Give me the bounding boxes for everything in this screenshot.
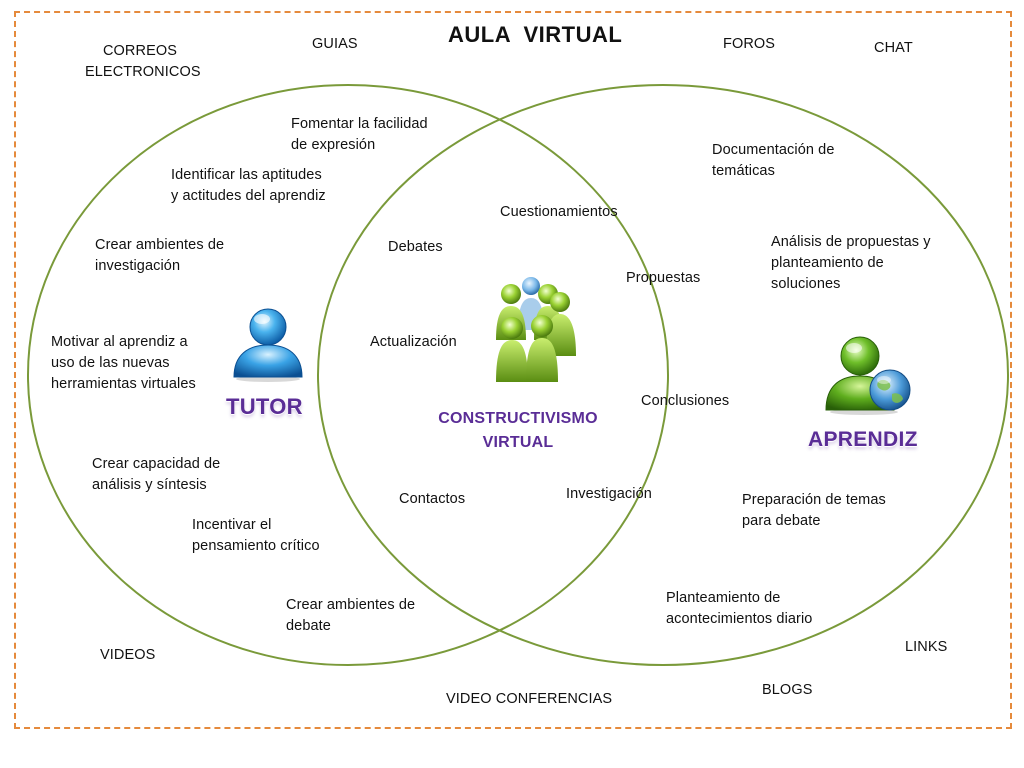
aprendiz-item: Análisis de propuestas y planteamiento d… xyxy=(771,234,931,292)
center-item: Conclusiones xyxy=(641,393,730,409)
center-item: Actualización xyxy=(370,334,457,350)
constructivismo-label: CONSTRUCTIVISMO VIRTUAL xyxy=(438,410,598,451)
aprendiz-item: Preparación de temas para debate xyxy=(742,492,886,529)
center-item: Contactos xyxy=(399,491,466,507)
center-item: Investigación xyxy=(566,486,652,502)
tutor-item: Identificar las aptitudes y actitudes de… xyxy=(171,167,326,204)
label-links: LINKS xyxy=(905,639,948,655)
aprendiz-item: Documentación de temáticas xyxy=(712,142,835,179)
center-item: Propuestas xyxy=(626,270,701,286)
person-blue-icon xyxy=(233,308,303,382)
right-circle xyxy=(317,84,1009,666)
person-globe-icon xyxy=(825,336,911,415)
label-correos: CORREOS ELECTRONICOS xyxy=(85,43,201,80)
label-videos: VIDEOS xyxy=(100,647,156,663)
label-chat: CHAT xyxy=(874,40,913,56)
label-video-conferencias: VIDEO CONFERENCIAS xyxy=(446,691,613,707)
aprendiz-item: Planteamiento de acontecimientos diario xyxy=(666,590,813,627)
tutor-item: Crear ambientes de investigación xyxy=(95,237,225,274)
label-blogs: BLOGS xyxy=(762,682,813,698)
center-item: Cuestionamientos xyxy=(500,204,618,220)
center-item: Debates xyxy=(388,239,443,255)
aula-virtual-frame xyxy=(14,11,1012,729)
tutor-label: TUTOR xyxy=(226,394,303,419)
tutor-item: Fomentar la facilidad de expresión xyxy=(291,116,428,153)
label-guias: GUIAS xyxy=(312,36,358,52)
tutor-item: Incentivar el pensamiento crítico xyxy=(192,517,320,554)
tutor-item: Crear capacidad de análisis y síntesis xyxy=(92,456,221,493)
aprendiz-label: APRENDIZ xyxy=(808,428,918,451)
label-foros: FOROS xyxy=(723,36,776,52)
tutor-item: Motivar al aprendiz a uso de las nuevas … xyxy=(51,334,196,392)
left-circle xyxy=(27,84,669,666)
tutor-item: Crear ambientes de debate xyxy=(286,597,416,634)
group-green-icon xyxy=(496,277,576,382)
diagram-title: AULA VIRTUAL xyxy=(448,22,623,47)
